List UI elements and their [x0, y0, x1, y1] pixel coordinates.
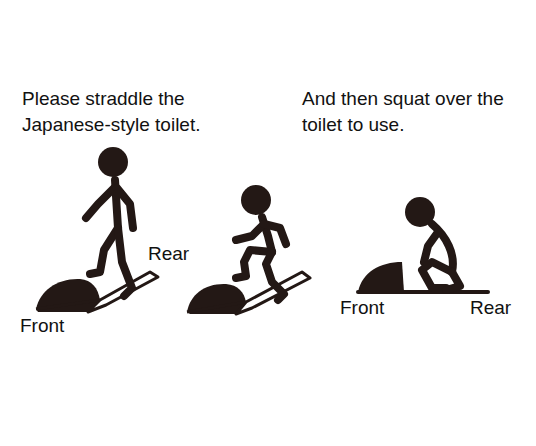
crouching-figure [236, 185, 286, 300]
direction-label: Rear [148, 241, 189, 267]
direction-label: Front [340, 295, 384, 321]
instruction-text: And then squat over the toilet to use. [302, 86, 512, 138]
toilet-side-view [358, 262, 488, 292]
standing-figure [86, 147, 133, 296]
toilet-perspective-1 [36, 272, 158, 312]
instruction-text: Please straddle the Japanese-style toile… [22, 86, 262, 138]
direction-label: Front [20, 313, 64, 339]
direction-label: Rear [470, 295, 511, 321]
squatting-figure [405, 197, 460, 290]
